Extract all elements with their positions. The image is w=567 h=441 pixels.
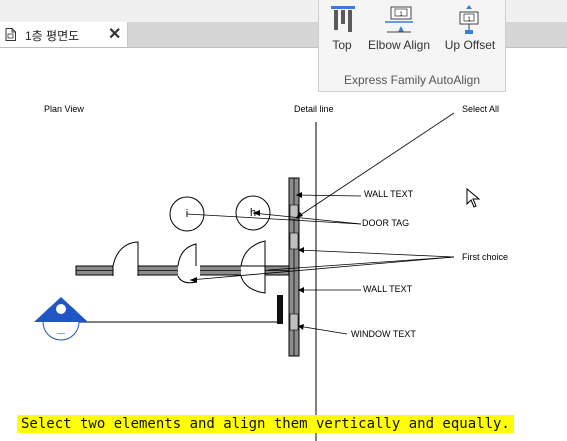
first-choice-label: First choice: [462, 252, 509, 262]
tab-title: 1층 평면도: [25, 29, 80, 43]
up-offset-label: Up Offset: [444, 38, 496, 52]
offset-icon-numeral: 1: [467, 17, 471, 23]
wall-text-label-1: WALL TEXT: [364, 189, 414, 199]
mouse-cursor-icon: [466, 187, 481, 208]
leader-arrowheads: [190, 192, 304, 330]
ribbon-panel: Top 1 Elbow Align 1 Up Offset Express Fa…: [318, 0, 506, 92]
window-element[interactable]: [277, 295, 283, 324]
align-top-icon: [331, 6, 355, 32]
door-1[interactable]: [112, 241, 139, 276]
up-offset-button[interactable]: 1 Up Offset: [439, 0, 501, 58]
door-3[interactable]: [240, 240, 266, 294]
top-button-label: Top: [332, 38, 352, 52]
detail-line-label: Detail line: [294, 104, 334, 114]
document-tab[interactable]: 1층 평면도 ✕: [0, 22, 128, 47]
select-all-label: Select All: [462, 104, 500, 114]
section-marker[interactable]: ―: [34, 297, 88, 341]
close-icon[interactable]: ✕: [108, 26, 122, 43]
up-offset-icon: 1: [459, 5, 479, 34]
door-2[interactable]: [177, 243, 197, 284]
floor-plan-icon: [5, 28, 16, 41]
elbow-align-label: Elbow Align: [367, 38, 431, 52]
vertical-wall[interactable]: [288, 177, 300, 357]
instruction-caption: Select two elements and align them verti…: [17, 415, 514, 433]
window-text-label: WINDOW TEXT: [351, 329, 416, 339]
elbow-icon-numeral: 1: [399, 12, 403, 18]
wall-text-label-2: WALL TEXT: [363, 284, 413, 294]
door-tag-label: DOOR TAG: [362, 218, 410, 228]
panel-title: Express Family AutoAlign: [343, 73, 481, 87]
elbow-align-button[interactable]: 1 Elbow Align: [363, 0, 435, 58]
elbow-align-icon: 1: [385, 6, 413, 33]
leader-lines: [186, 112, 455, 335]
plan-view-label: Plan View: [44, 104, 84, 114]
marker-text: ―: [57, 329, 65, 338]
align-top-button[interactable]: Top: [323, 0, 361, 58]
